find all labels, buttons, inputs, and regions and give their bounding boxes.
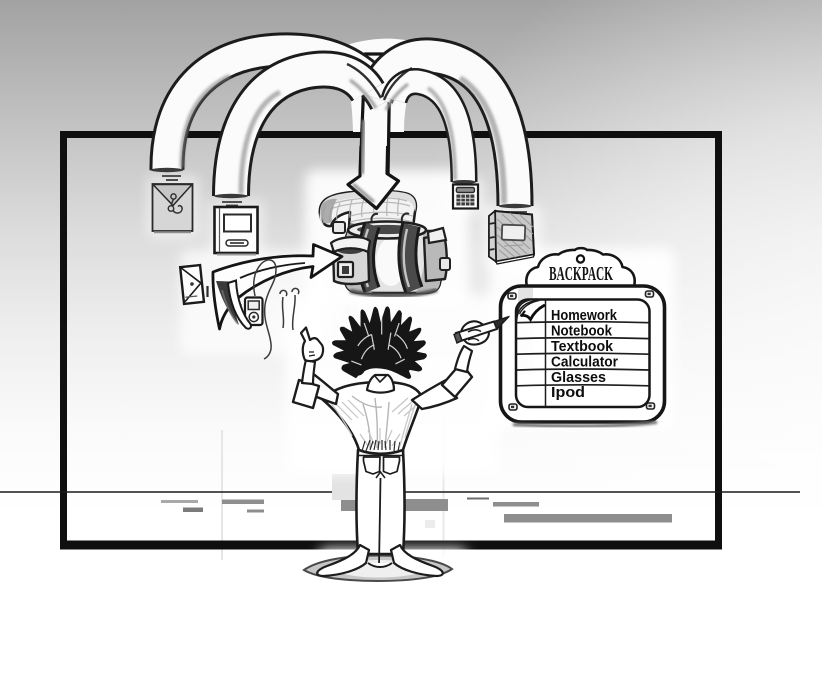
svg-text:Calculator: Calculator [551, 355, 618, 371]
svg-text:Ipod: Ipod [551, 385, 585, 401]
svg-text:BACKPACK: BACKPACK [549, 263, 613, 285]
svg-text:Notebook: Notebook [551, 324, 613, 340]
svg-text:Glasses: Glasses [551, 370, 606, 386]
svg-text:Textbook: Textbook [551, 339, 614, 355]
svg-text:Homework: Homework [551, 308, 618, 324]
